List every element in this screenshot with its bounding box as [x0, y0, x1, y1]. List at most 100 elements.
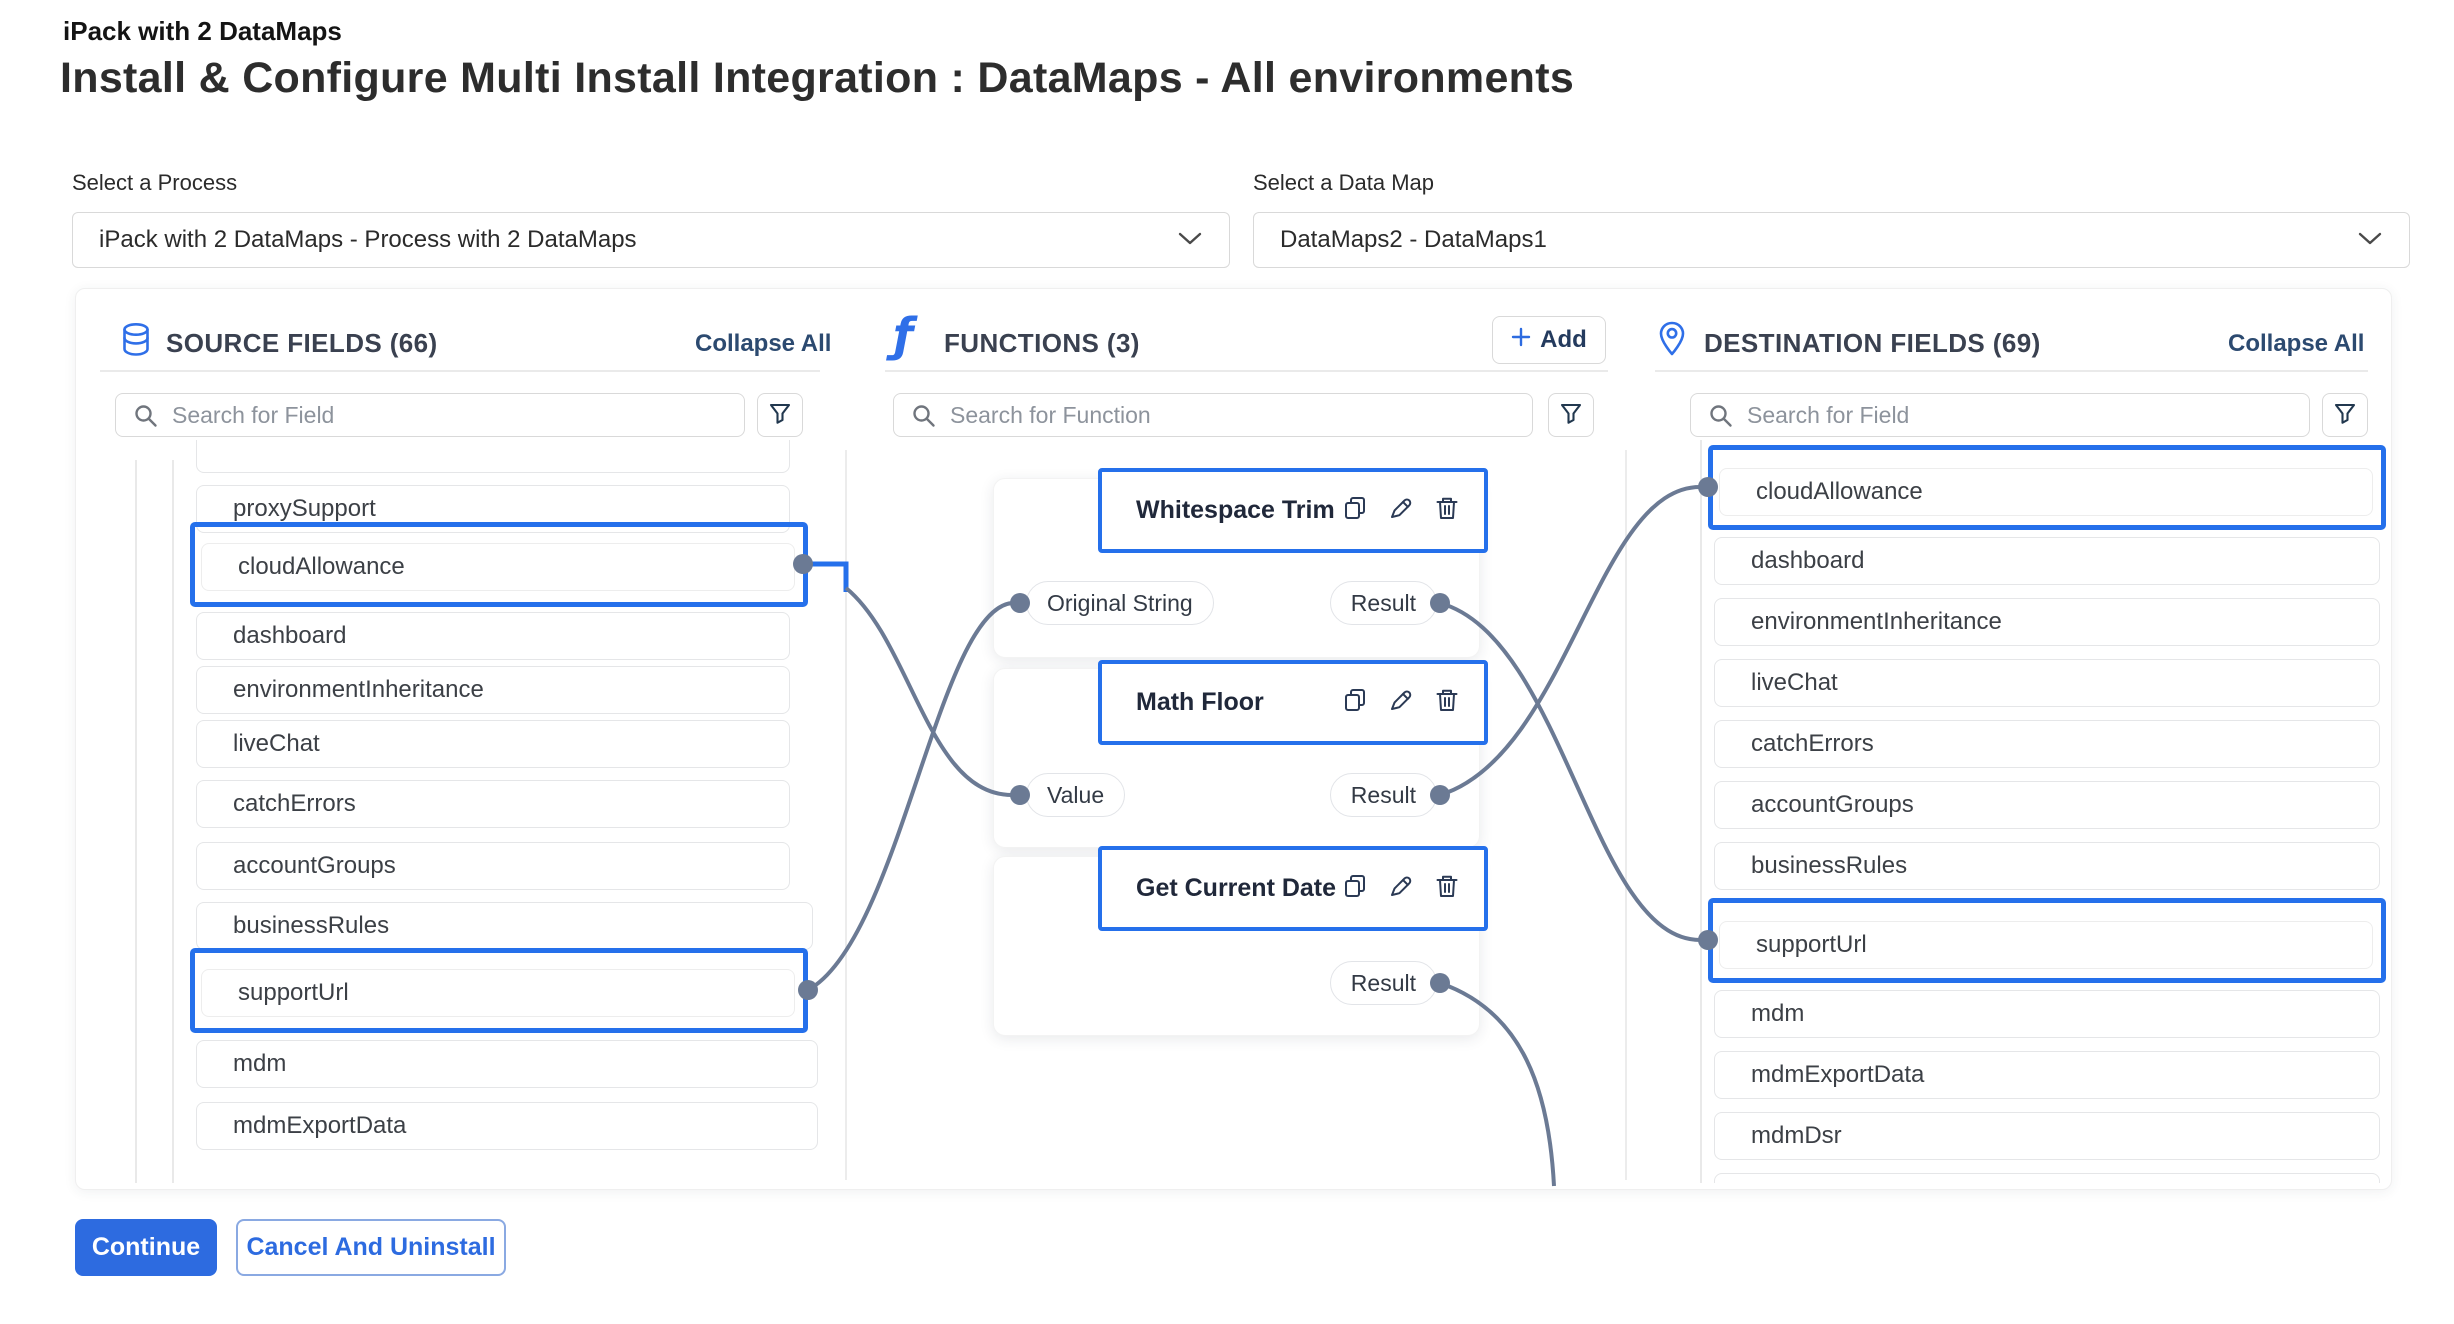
- destination-field-row[interactable]: businessRules: [1714, 842, 2380, 890]
- function-output-port[interactable]: Result: [1329, 961, 1437, 1005]
- source-field-label: catchErrors: [233, 790, 356, 817]
- source-field-label: businessRules: [233, 912, 390, 939]
- destination-field-row[interactable]: environmentInheritance: [1714, 598, 2380, 646]
- function-filter-button[interactable]: [1548, 393, 1594, 437]
- source-field-list: proxySupport cloudAllowance dashboard en…: [90, 440, 835, 1183]
- source-filter-button[interactable]: [757, 393, 803, 437]
- source-field-label: mdm: [233, 1050, 287, 1077]
- duplicate-icon[interactable]: [1342, 495, 1368, 526]
- function-name: Math Floor: [1136, 688, 1264, 716]
- destination-field-row-selected[interactable]: supportUrl: [1708, 898, 2386, 983]
- source-field-row-partial[interactable]: [196, 440, 790, 473]
- function-input-port[interactable]: Value: [1026, 773, 1126, 817]
- tree-indent-line: [1700, 440, 1702, 1183]
- destination-field-list: cloudAllowance dashboard environmentInhe…: [1690, 440, 2390, 1183]
- page-title: Install & Configure Multi Install Integr…: [60, 54, 1575, 102]
- source-search-input[interactable]: [115, 393, 745, 437]
- datamap-select[interactable]: DataMaps2 - DataMaps1: [1253, 212, 2410, 268]
- datamap-select-label: Select a Data Map: [1253, 170, 1434, 195]
- source-field-label: mdmExportData: [233, 1112, 407, 1139]
- destination-filter-button[interactable]: [2322, 393, 2368, 437]
- process-select[interactable]: iPack with 2 DataMaps - Process with 2 D…: [72, 212, 1230, 268]
- source-field-row[interactable]: mdm: [196, 1040, 818, 1088]
- source-field-label: supportUrl: [238, 979, 349, 1006]
- source-field-label: proxySupport: [233, 495, 376, 522]
- cancel-and-uninstall-button[interactable]: Cancel And Uninstall: [236, 1219, 506, 1276]
- edit-icon[interactable]: [1388, 873, 1414, 904]
- function-output-port[interactable]: Result: [1329, 773, 1437, 817]
- search-icon: [911, 403, 937, 434]
- source-field-row[interactable]: catchErrors: [196, 780, 790, 828]
- destination-collapse-all-link[interactable]: Collapse All: [2228, 330, 2365, 357]
- destination-field-row[interactable]: mdmDsr: [1714, 1112, 2380, 1160]
- source-functions-divider: [845, 450, 847, 1180]
- destination-field-row-partial[interactable]: [1714, 1173, 2380, 1183]
- continue-button[interactable]: Continue: [75, 1219, 217, 1276]
- source-field-row-selected[interactable]: supportUrl: [190, 948, 808, 1033]
- duplicate-icon[interactable]: [1342, 687, 1368, 718]
- source-header-rule: [100, 370, 820, 372]
- tree-indent-line: [135, 460, 137, 1183]
- destination-field-label: environmentInheritance: [1751, 608, 2002, 635]
- source-field-row-selected[interactable]: cloudAllowance: [190, 522, 808, 607]
- source-field-row[interactable]: businessRules: [196, 902, 813, 950]
- destination-field-row[interactable]: mdm: [1714, 990, 2380, 1038]
- source-field-row[interactable]: cloudAllowance: [201, 543, 795, 591]
- destination-field-row[interactable]: cloudAllowance: [1719, 468, 2373, 516]
- source-field-row[interactable]: supportUrl: [201, 969, 795, 1017]
- function-search-input[interactable]: [893, 393, 1533, 437]
- destination-field-row[interactable]: accountGroups: [1714, 781, 2380, 829]
- source-panel-title: SOURCE FIELDS (66): [166, 328, 438, 358]
- chevron-down-icon: [2357, 226, 2383, 254]
- delete-icon[interactable]: [1434, 687, 1460, 718]
- destination-field-row[interactable]: dashboard: [1714, 537, 2380, 585]
- process-select-value: iPack with 2 DataMaps - Process with 2 D…: [99, 226, 637, 253]
- destination-field-label: mdmExportData: [1751, 1061, 1925, 1088]
- function-card-header: Math Floor: [1098, 660, 1488, 745]
- edit-icon[interactable]: [1388, 687, 1414, 718]
- source-field-row[interactable]: accountGroups: [196, 842, 790, 890]
- destination-header-rule: [1655, 370, 2368, 372]
- destination-field-label: mdmDsr: [1751, 1122, 1842, 1149]
- destination-field-row[interactable]: liveChat: [1714, 659, 2380, 707]
- delete-icon[interactable]: [1434, 873, 1460, 904]
- source-field-row[interactable]: environmentInheritance: [196, 666, 790, 714]
- source-collapse-all-link[interactable]: Collapse All: [695, 330, 832, 357]
- plus-icon: [1511, 326, 1531, 354]
- destination-field-label: accountGroups: [1751, 791, 1914, 818]
- source-field-label: cloudAllowance: [238, 553, 405, 580]
- edit-icon[interactable]: [1388, 495, 1414, 526]
- duplicate-icon[interactable]: [1342, 873, 1368, 904]
- source-field-label: accountGroups: [233, 852, 396, 879]
- source-field-row[interactable]: liveChat: [196, 720, 790, 768]
- source-field-label: liveChat: [233, 730, 320, 757]
- filter-icon: [768, 401, 792, 430]
- add-function-label: Add: [1540, 326, 1587, 353]
- search-icon: [1708, 403, 1734, 434]
- filter-icon: [1559, 401, 1583, 430]
- chevron-down-icon: [1177, 226, 1203, 254]
- functions-destination-divider: [1625, 450, 1627, 1180]
- delete-icon[interactable]: [1434, 495, 1460, 526]
- source-field-row[interactable]: dashboard: [196, 612, 790, 660]
- add-function-button[interactable]: Add: [1492, 316, 1606, 364]
- function-name: Whitespace Trim: [1136, 496, 1335, 524]
- destination-field-label: dashboard: [1751, 547, 1865, 574]
- destination-field-row[interactable]: supportUrl: [1719, 921, 2373, 969]
- function-card-header: Get Current Date: [1098, 846, 1488, 931]
- functions-icon: ƒ: [893, 308, 914, 362]
- destination-field-label: businessRules: [1751, 852, 1908, 879]
- destination-field-row-selected[interactable]: cloudAllowance: [1708, 445, 2386, 530]
- source-field-row[interactable]: mdmExportData: [196, 1102, 818, 1150]
- destination-search-input[interactable]: [1690, 393, 2310, 437]
- source-field-label: dashboard: [233, 622, 347, 649]
- destination-field-label: cloudAllowance: [1756, 478, 1923, 505]
- breadcrumb-app-title: iPack with 2 DataMaps: [63, 16, 342, 46]
- destination-field-label: mdm: [1751, 1000, 1805, 1027]
- destination-field-label: supportUrl: [1756, 931, 1867, 958]
- function-input-port[interactable]: Original String: [1026, 581, 1214, 625]
- function-output-port[interactable]: Result: [1329, 581, 1437, 625]
- destination-field-row[interactable]: mdmExportData: [1714, 1051, 2380, 1099]
- destination-field-row[interactable]: catchErrors: [1714, 720, 2380, 768]
